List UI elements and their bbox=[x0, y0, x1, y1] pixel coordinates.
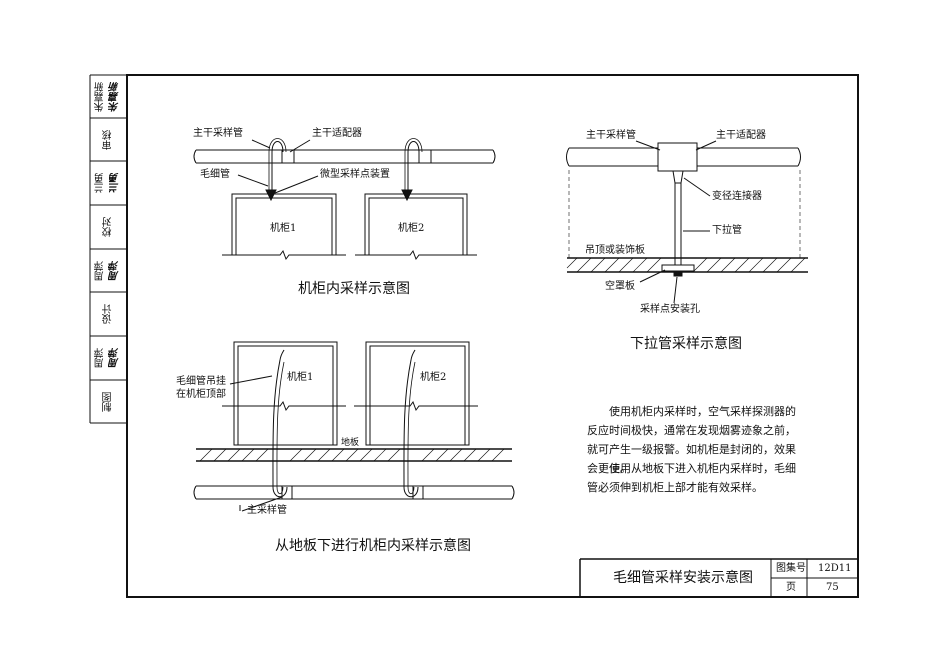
fig3-hang-label-line2: 在机柜顶部 bbox=[176, 389, 226, 400]
fig3-main-pipe-label: 主采样管 bbox=[247, 505, 287, 516]
sidebar-label: 设计 bbox=[102, 304, 114, 324]
title-block-title: 毛细管采样安装示意图 bbox=[613, 570, 753, 586]
page-number: 75 bbox=[826, 582, 839, 593]
fig3-floor-label: 地板 bbox=[341, 438, 360, 448]
atlas-no-label: 图集号 bbox=[776, 563, 806, 574]
sidebar-label: 周萍 bbox=[95, 260, 106, 281]
sidebar-cell-review: 审核 bbox=[90, 118, 126, 161]
sidebar-cell-check: 校对 bbox=[90, 205, 126, 249]
fig3-diagram bbox=[193, 341, 515, 512]
fig3-cabinet1-label: 机柜1 bbox=[287, 372, 314, 383]
fig1-caption: 机柜内采样示意图 bbox=[298, 281, 410, 297]
fig1-cabinet2-label: 机柜2 bbox=[398, 223, 425, 234]
fig2-hole-label: 采样点安装孔 bbox=[640, 304, 700, 315]
drawing-frame bbox=[126, 74, 859, 598]
sidebar-label: 审核 bbox=[102, 129, 114, 150]
notes-paragraph-1: 使用机柜内采样时，空气采样探测器的反应时间极快，通常在发现烟雾迹象之前，就可产生… bbox=[587, 405, 796, 475]
designer-signature: 周萍 bbox=[110, 260, 121, 281]
fig1-main-pipe-label: 主干采样管 bbox=[193, 128, 243, 139]
fig1-diagram bbox=[193, 138, 496, 261]
sidebar-cell-design: 设计 bbox=[90, 292, 126, 336]
fig3-hang-label-line1: 毛细管吊挂 bbox=[176, 376, 226, 387]
fig2-diagram bbox=[566, 140, 808, 304]
checker-signature: 兰勇 bbox=[110, 173, 121, 193]
atlas-no-value: 12D11 bbox=[818, 563, 852, 574]
sidebar-label: 朱嘉新 bbox=[95, 81, 106, 112]
fig3-cabinet2-label: 机柜2 bbox=[420, 372, 447, 383]
fig2-ceiling-label: 吊顶或装饰板 bbox=[585, 245, 645, 256]
reviewer-signature: 朱嘉新 bbox=[110, 81, 121, 112]
sidebar-cell-designer-name: 周萍 周萍 bbox=[90, 249, 126, 292]
fig1-cabinet1-label: 机柜1 bbox=[270, 223, 297, 234]
page-label: 页 bbox=[786, 582, 796, 593]
sidebar-cell-checker-name: 兰勇 兰勇 bbox=[90, 161, 126, 205]
notes-paragraph-2: 使用从地板下进入机柜内采样时，毛细管必须伸到机柜上部才能有效采样。 bbox=[587, 462, 796, 494]
sidebar-label: 周萍 bbox=[95, 348, 106, 368]
fig2-reducer-label: 变径连接器 bbox=[712, 191, 762, 202]
title-block-grid bbox=[579, 558, 858, 597]
fig1-adapter-label: 主干适配器 bbox=[312, 128, 362, 139]
sidebar-grid bbox=[89, 74, 127, 424]
fig2-main-pipe-label: 主干采样管 bbox=[586, 130, 636, 141]
fig3-caption: 从地板下进行机柜内采样示意图 bbox=[275, 538, 471, 554]
sidebar-cell-drafter-name: 周萍 周萍 bbox=[90, 336, 126, 380]
sidebar-label: 制图 bbox=[102, 391, 114, 412]
drafter-signature: 周萍 bbox=[110, 348, 121, 368]
fig2-blank-plate-label: 空罩板 bbox=[605, 281, 635, 292]
sidebar-label: 校对 bbox=[102, 217, 114, 237]
fig1-micro-point-label: 微型采样点装置 bbox=[320, 169, 390, 180]
fig2-drop-pipe-label: 下拉管 bbox=[712, 225, 742, 236]
fig2-adapter-label: 主干适配器 bbox=[716, 130, 766, 141]
sidebar-label: 兰勇 bbox=[95, 173, 106, 193]
sidebar-cell-reviewer-name: 朱嘉新 朱嘉新 bbox=[90, 75, 126, 118]
fig2-caption: 下拉管采样示意图 bbox=[630, 336, 742, 352]
fig1-capillary-label: 毛细管 bbox=[200, 169, 230, 180]
sidebar-cell-drafting: 制图 bbox=[90, 380, 126, 423]
